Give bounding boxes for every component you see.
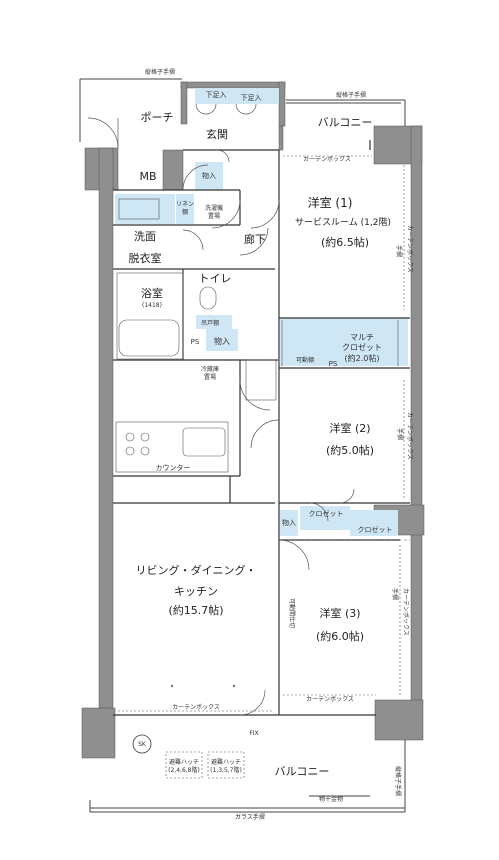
balcony-bottom-label: バルコニー [275, 765, 330, 778]
washer-2: 置場 [208, 212, 220, 220]
walls [81, 81, 425, 759]
escape-hatch-2b: (1,3,5,7階) [210, 766, 242, 774]
hallway-label: 廊下 [244, 232, 266, 246]
bath-label: 浴室 [141, 286, 163, 300]
multi-closet-line2: クロゼット [342, 342, 382, 352]
balcony-top-label: バルコニー [318, 116, 373, 129]
curtain-box-w1-side: カーテンボックス [406, 225, 414, 273]
handrail-w3: 手摺 [391, 588, 399, 600]
multi-closet-line1: マルチ [350, 333, 374, 342]
fridge-2: 置場 [204, 373, 216, 381]
handrail-w1: 手摺 [395, 245, 403, 257]
linen-1: リネン [176, 201, 194, 208]
curtain-box-w3-side: カーテンボックス [402, 588, 410, 636]
ps-closet: PS [329, 360, 338, 368]
western3-title: 洋室 (3) [319, 606, 360, 620]
western1-sub: サービスルーム (1,2階) [295, 217, 391, 228]
western1-title: 洋室 (1) [308, 195, 353, 210]
linen-2: 棚 [182, 208, 188, 216]
escape-hatches [165, 751, 245, 779]
multi-closet-size: (約2.0帖) [345, 353, 380, 363]
movable-partition: 可動間仕切 [288, 598, 296, 628]
porch-label: ポーチ [141, 111, 174, 124]
shoe-cabinet-b: 下足入 [241, 94, 262, 102]
ldk-line2: キッチン [174, 585, 218, 598]
ps-toilet: PS [191, 338, 200, 346]
curtain-box-w2-side: カーテンボックス [406, 412, 414, 460]
fridge-1: 冷蔵庫 [201, 365, 219, 373]
storage-entry: 物入 [202, 171, 216, 180]
entrance-label: 玄関 [206, 127, 228, 141]
bottom-balcony [89, 740, 406, 813]
storage-toilet: 物入 [214, 336, 230, 346]
drying-rack: 物干金物 [319, 795, 343, 803]
ldk-size: (約15.7帖) [168, 603, 223, 617]
curtain-box-w1-top: カーテンボックス [303, 155, 351, 163]
detail-lines [115, 155, 410, 712]
escape-hatch-1b: (2,4,6,8階) [168, 766, 200, 774]
top-balcony [79, 78, 406, 142]
toilet-label: トイレ [199, 272, 232, 285]
closet-a: クロゼット [309, 509, 344, 518]
western2-size: (約5.0帖) [326, 443, 374, 457]
fix-label: FIX [249, 730, 258, 737]
western3-size: (約6.0帖) [316, 629, 364, 643]
western1-size: (約6.5帖) [321, 235, 369, 249]
closet-b: クロゼット [358, 525, 393, 534]
ldk-line1: リビング・ダイニング・ [136, 563, 257, 577]
curtain-box-ldk: カーテンボックス [172, 703, 220, 711]
ceiling-marks [170, 684, 236, 688]
washroom-line2: 脱衣室 [129, 251, 162, 265]
door-swings [87, 103, 355, 716]
storage-w3: 物入 [282, 518, 296, 527]
mb-label: MB [139, 170, 156, 183]
sk-fixture [132, 734, 152, 754]
western2-title: 洋室 (2) [329, 421, 370, 435]
grille-rail-top-left: 縦格子手摺 [145, 68, 175, 76]
grille-rail-bottom-right: 縦格子手摺 [394, 766, 402, 796]
washroom-line1: 洗面 [134, 230, 156, 243]
bath-size: (1418) [142, 302, 162, 309]
curtain-box-w3-bottom: カーテンボックス [306, 695, 354, 703]
movable-shelf: 可動棚 [296, 356, 314, 364]
glass-rail: ガラス手摺 [235, 813, 265, 821]
washer-1: 洗濯機 [205, 204, 223, 212]
shoe-cabinet-a: 下足入 [206, 91, 227, 99]
grille-rail-top-right: 縦格子手摺 [336, 91, 366, 99]
hanging-shelf: 吊戸棚 [201, 319, 219, 327]
escape-hatch-1a: 避難ハッチ [169, 758, 199, 766]
sk-label: SK [138, 741, 147, 748]
handrail-w2: 手摺 [396, 428, 404, 440]
counter-label: カウンター [156, 463, 191, 472]
escape-hatch-2a: 避難ハッチ [211, 758, 241, 766]
